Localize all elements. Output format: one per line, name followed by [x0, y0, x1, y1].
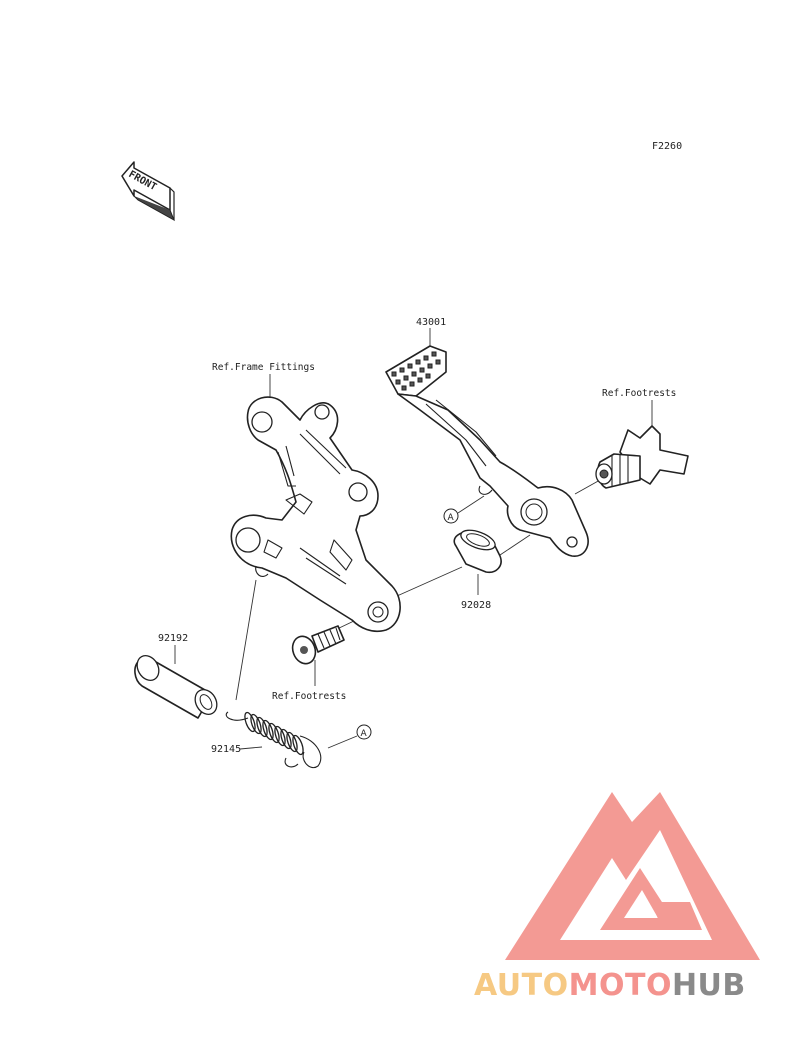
front-arrow-icon: FRONT [121, 161, 175, 222]
label-92028: 92028 [461, 600, 491, 611]
frame-bracket [230, 396, 401, 633]
watermark-brand: AUTOMOTOHUB [474, 968, 746, 1003]
label-92145: 92145 [211, 744, 241, 755]
spring-92145 [225, 711, 322, 769]
label-92192: 92192 [158, 633, 188, 644]
label-ref-frame-fittings: Ref.Frame Fittings [212, 362, 315, 373]
svg-text:A: A [448, 513, 455, 523]
label-43001: 43001 [416, 317, 446, 328]
automotohub-logo [505, 792, 760, 960]
brake-pedal [385, 345, 589, 557]
label-ref-footrests-bottom: Ref.Footrests [272, 691, 346, 702]
watermark-auto: AUTO [474, 968, 569, 1003]
svg-text:A: A [361, 729, 368, 739]
label-ref-footrests-right: Ref.Footrests [602, 388, 676, 399]
callout-a-upper: A [443, 495, 485, 524]
figure-code: F2260 [652, 141, 682, 152]
footrest-bracket-right [595, 425, 689, 489]
watermark-moto: MOTO [569, 968, 672, 1003]
watermark-hub: HUB [672, 968, 746, 1003]
bolt [291, 625, 345, 665]
pipe-92192 [134, 655, 218, 719]
callout-a-lower: A [327, 724, 372, 749]
collar-92028 [453, 529, 502, 574]
